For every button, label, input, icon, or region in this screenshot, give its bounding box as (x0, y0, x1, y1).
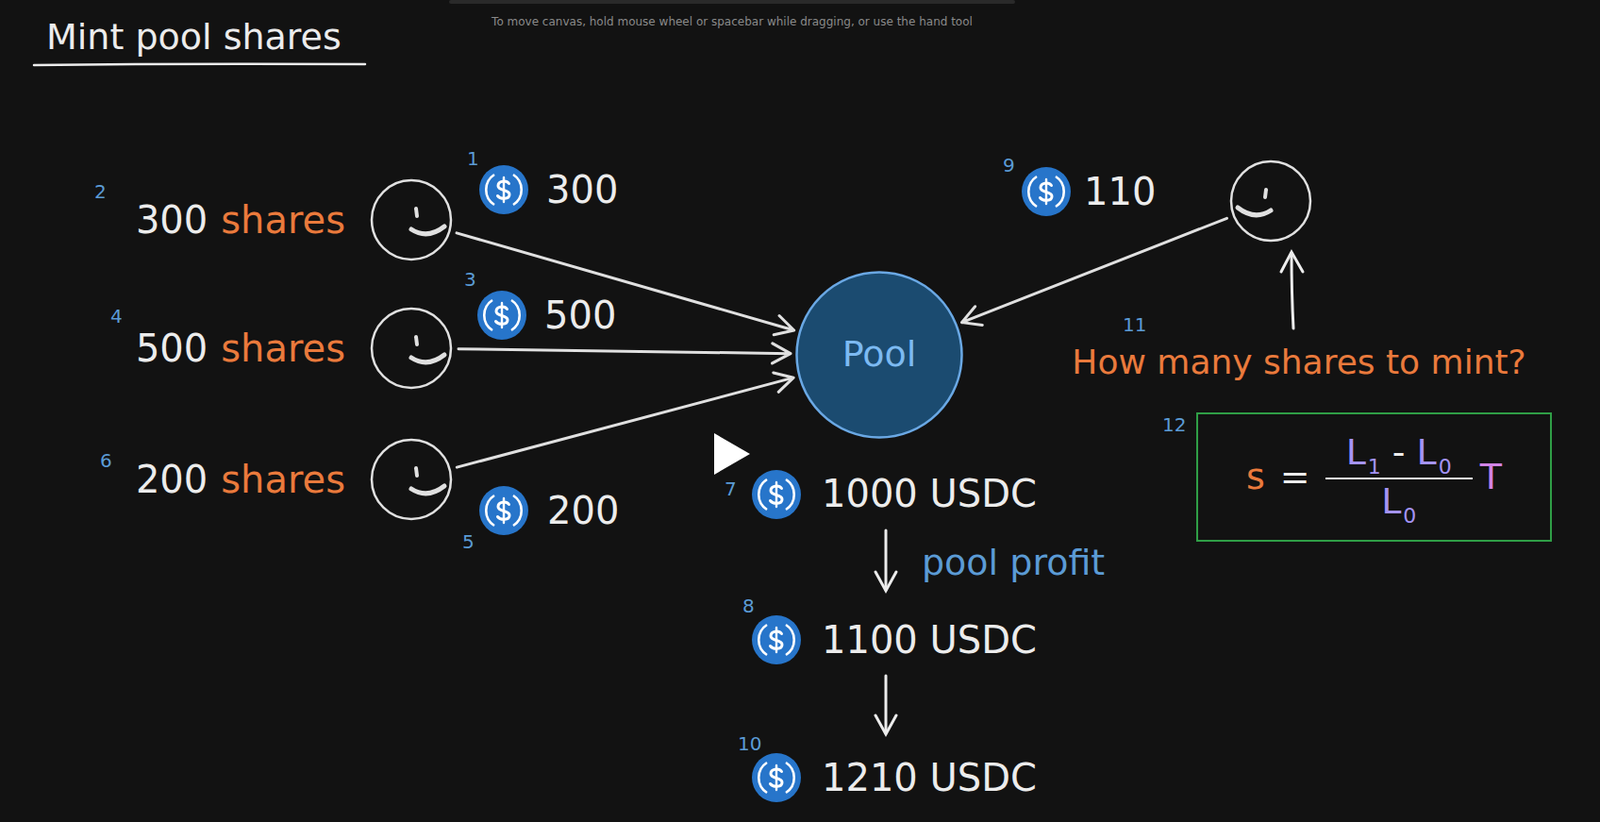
formula-subscript: 1 (1367, 454, 1382, 479)
share-count: 200 (135, 457, 208, 501)
callout-number: 4 (110, 305, 123, 328)
coin-icon (751, 615, 801, 665)
fraction: L1-L0L0 (1325, 432, 1473, 522)
callout-number: 8 (742, 595, 755, 617)
smiley-face (368, 436, 454, 522)
amount-label: pool profit (921, 542, 1105, 584)
face-caption: 200 shares (135, 457, 346, 501)
formula-symbol: s (1246, 456, 1266, 499)
canvas-hint: To move canvas, hold mouse wheel or spac… (491, 16, 973, 30)
coin-icon (477, 290, 527, 340)
callout-number: 1 (466, 148, 480, 170)
deposit-amount: 110 (1083, 169, 1156, 214)
share-word: shares (220, 198, 346, 242)
deposit-amount: 500 (544, 293, 617, 337)
callout-number: 6 (100, 450, 113, 472)
share-word: shares (220, 457, 346, 501)
smiley-face (368, 305, 454, 391)
face-caption: 500 shares (135, 326, 346, 370)
amount-label: 1100 USDC (821, 617, 1037, 662)
up-arrow (1281, 251, 1303, 329)
top-bar (449, 0, 1016, 4)
coin-icon (1021, 166, 1071, 217)
person-node: 300shares (368, 177, 454, 263)
face-caption: 300 shares (135, 198, 346, 242)
callout-number: 10 (737, 733, 762, 755)
deposit-arrow (458, 343, 791, 364)
numerator: L1-L0 (1325, 432, 1473, 480)
deposit-arrow (456, 233, 795, 335)
formula-equals: = (1280, 456, 1311, 499)
title-underline (33, 64, 366, 66)
formula-subscript: 0 (1438, 454, 1452, 479)
deposit-arrow (961, 217, 1227, 325)
share-count: 300 (135, 198, 208, 242)
person-node: How many shares to mint? (1228, 158, 1314, 244)
callout-number: 9 (1002, 154, 1016, 177)
coin-icon (479, 165, 529, 215)
formula-symbol: L (1381, 481, 1401, 523)
callout-number: 3 (464, 268, 477, 291)
share-count: 500 (135, 326, 208, 370)
play-button (714, 433, 750, 475)
formula-symbol: T (1480, 456, 1502, 499)
smiley-face (368, 177, 454, 263)
formula-symbol: L (1346, 432, 1367, 474)
deposit-arrow (456, 372, 794, 467)
denominator: L0 (1381, 479, 1417, 523)
amount-label: 1000 USDC (821, 471, 1037, 516)
share-word: shares (220, 326, 346, 370)
pool-circle: Pool (795, 270, 964, 439)
callout-number: 12 (1162, 414, 1186, 436)
face-caption: How many shares to mint? (1071, 342, 1526, 382)
share-word: How many shares to mint? (1071, 342, 1526, 382)
person-node: 200shares (368, 436, 454, 522)
pool-label: Pool (842, 333, 917, 376)
callout-number: 5 (462, 531, 475, 553)
deposit-amount: 300 (546, 167, 618, 212)
person-node: 500shares (368, 305, 454, 391)
formula-symbol: L (1416, 432, 1437, 474)
title: Mint pool shares (46, 16, 342, 59)
formula-subscript: 0 (1402, 503, 1417, 528)
down-arrow (875, 675, 897, 734)
down-arrow (875, 530, 897, 591)
formula-box: s=L1-L0L0T (1196, 412, 1552, 542)
callout-number: 7 (724, 478, 737, 500)
coin-icon (479, 485, 529, 535)
formula-minus: - (1392, 432, 1406, 474)
coin-icon (751, 752, 801, 802)
amount-label: 1210 USDC (821, 755, 1037, 800)
callout-number: 11 (1122, 314, 1147, 336)
callout-number: 2 (94, 181, 107, 203)
smiley-face (1228, 158, 1314, 244)
deposit-amount: 200 (547, 488, 619, 533)
coin-icon (751, 469, 801, 519)
